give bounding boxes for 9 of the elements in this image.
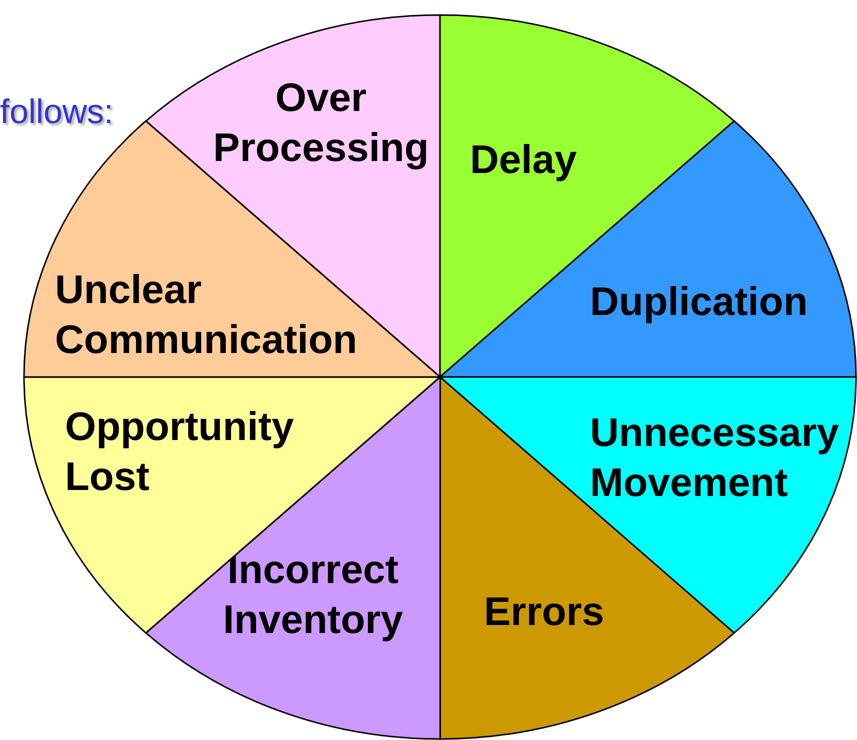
intro-text: follows: bbox=[0, 92, 114, 133]
slice-label: Duplication bbox=[590, 278, 809, 326]
slice-label: Errors bbox=[484, 589, 606, 636]
slice-label: Incorrect Inventory bbox=[222, 547, 404, 644]
slice-label: Unclear Communication bbox=[55, 266, 358, 364]
slice-label: Over Processing bbox=[212, 75, 430, 172]
slice-label: Opportunity Lost bbox=[65, 404, 295, 501]
slice-label: Unnecessary Movement bbox=[590, 410, 840, 507]
slice-label: Delay bbox=[470, 137, 578, 184]
